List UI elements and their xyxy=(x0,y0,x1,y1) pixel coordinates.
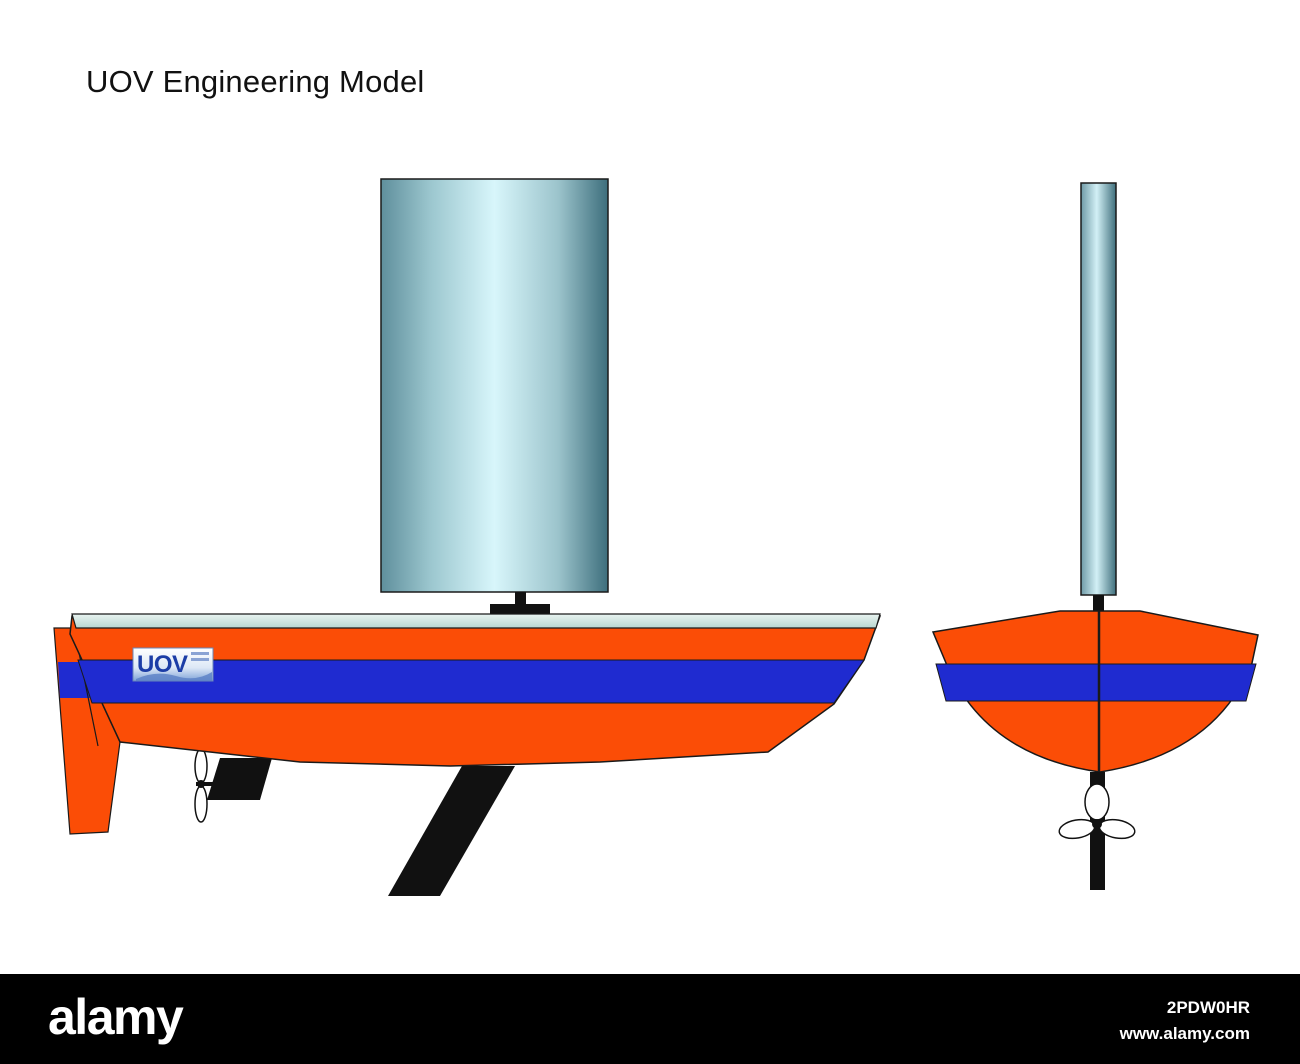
diagram-title: UOV Engineering Model xyxy=(86,64,425,99)
side-motor-pod xyxy=(207,758,272,800)
front-hull-stripe xyxy=(935,663,1257,702)
side-propeller xyxy=(194,748,208,823)
site-url: www.alamy.com xyxy=(1119,1024,1250,1043)
side-mast-stub xyxy=(515,592,526,606)
front-wing-sail xyxy=(1080,182,1117,596)
side-deck xyxy=(71,613,881,629)
side-mast-base xyxy=(490,604,550,614)
side-rudder-stripe xyxy=(58,662,95,698)
side-hull-stripe xyxy=(77,659,865,704)
footer-bar: alamy 2PDW0HR www.alamy.com xyxy=(0,974,1300,1064)
image-id: 2PDW0HR xyxy=(1166,998,1250,1017)
side-keel xyxy=(388,766,515,896)
side-view: UOV xyxy=(53,178,882,896)
side-wing-sail xyxy=(380,178,609,593)
front-view xyxy=(931,182,1259,890)
hull-badge-text: UOV xyxy=(137,651,188,678)
side-prop-shaft xyxy=(196,782,226,786)
brand-logo: alamy xyxy=(48,989,184,1045)
front-propeller xyxy=(1058,783,1136,840)
uov-diagram: UOV xyxy=(53,178,1259,896)
front-mast-stub xyxy=(1093,595,1104,611)
hull-badge: UOV xyxy=(132,647,214,682)
